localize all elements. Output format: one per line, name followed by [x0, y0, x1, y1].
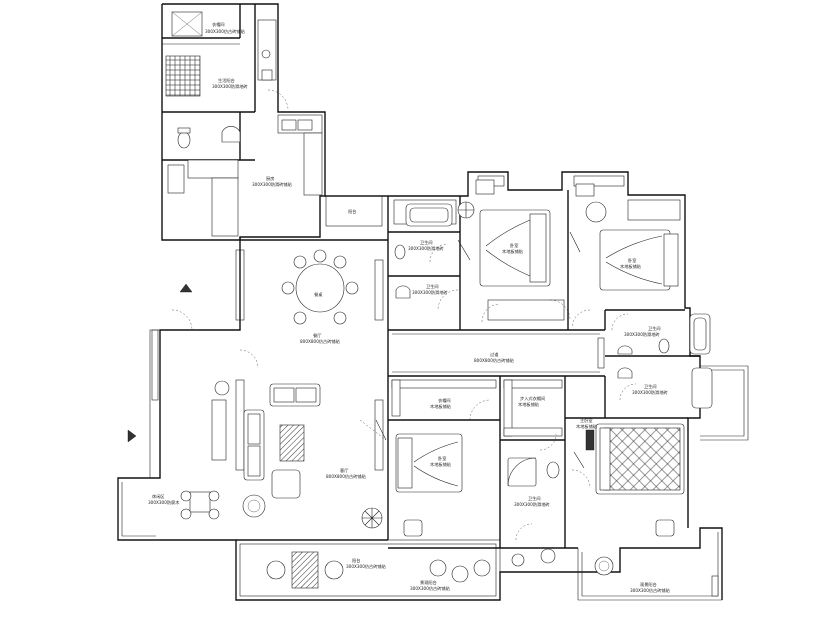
master-label: 主卧室 [580, 417, 593, 424]
corridor: 过道 800X800仿古砖铺贴 [474, 337, 605, 369]
walkin-label: 步入式衣帽间 [520, 395, 545, 402]
bath-lower-label: 卫生间 [528, 495, 541, 502]
dining-sub: 800X800仿古砖铺贴 [300, 338, 340, 345]
dining-label: 餐厅 [313, 332, 321, 339]
terrace-left-sub: 300X300防腐木 [148, 499, 180, 506]
bedroom1-label: 卧室 [510, 242, 518, 249]
bath1-sub: 300X300防滑地砖 [408, 245, 444, 252]
kitchen-top-label: 生活阳台 [218, 77, 235, 84]
bath2-label: 卫生间 [426, 283, 439, 290]
terrace-mid-label: 景观阳台 [420, 579, 437, 586]
bottom-balcony: 阳台 300X300仿古砖铺贴 [266, 551, 386, 589]
right-bath-block: 卫生间 300X300防滑地砖 卫生间 300X300防滑地砖 [617, 313, 713, 409]
bath-lower-sub: 300X300防滑地砖 [514, 501, 550, 508]
terrace-mid-sub: 300X300仿古砖铺贴 [410, 585, 450, 592]
door-swings [171, 89, 637, 541]
dining-table-label: 餐桌 [314, 291, 323, 298]
kitchen-top-sub: 300X300防滑地砖 [212, 83, 248, 90]
bedroom3-label: 卧室 [438, 455, 446, 462]
plant-icon [457, 201, 475, 219]
mid-balcony: 景观阳台 300X300仿古砖铺贴 [410, 548, 556, 592]
corridor-label: 过道 [490, 351, 499, 358]
bath4-label: 卫生间 [644, 383, 657, 390]
left-terrace: 休闲区 300X300防腐木 [127, 283, 220, 520]
living-sub: 800X800仿古砖铺贴 [326, 473, 366, 480]
exterior-walls [117, 3, 749, 601]
bedroom1-sub: 木地板铺贴 [502, 248, 523, 255]
right-balcony: 观景阳台 300X300仿古砖铺贴 [594, 556, 719, 597]
bath2-sub: 300X300防滑地砖 [412, 289, 448, 296]
bedroom3-sub: 木地板铺贴 [430, 461, 451, 468]
master-sub: 木地板铺贴 [576, 423, 597, 430]
dining-room: 餐桌 餐厅 800X800仿古砖铺贴 [281, 249, 359, 345]
living-room: 客厅 800X800仿古砖铺贴 玄关 [211, 380, 387, 529]
terrace-bottom-sub: 300X300仿古砖铺贴 [346, 563, 386, 570]
service-balcony: 生活阳台 300X300防滑地砖 [165, 49, 273, 194]
plant-icon [361, 507, 383, 529]
cloak-label: 衣帽间 [438, 397, 451, 404]
storage-sub: 300X300仿古砖铺贴 [205, 28, 245, 35]
bath3-sub: 300X300防滑地砖 [624, 331, 660, 338]
kitchen: 厨房 300X300防滑砖铺贴 阳台 [252, 119, 356, 215]
storage-label: 衣帽间 [212, 21, 225, 28]
bedroom2-label: 卧室 [628, 257, 636, 264]
corridor-sub: 800X800仿古砖铺贴 [474, 357, 514, 364]
bath3-label: 卫生间 [648, 325, 661, 332]
cloak-sub: 木地板铺贴 [430, 403, 451, 410]
bath1-label: 卫生间 [420, 239, 433, 246]
kitchen-label: 厨房 [266, 175, 274, 182]
lower-bedrooms: 衣帽间 木地板铺贴 步入式衣帽间 木地板铺贴 卧室 木地板铺贴 卫生间 300X… [391, 379, 685, 537]
living-label: 客厅 [340, 467, 348, 474]
balcony-small-label: 阳台 [348, 208, 356, 215]
bedroom2-sub: 木地板铺贴 [620, 263, 641, 270]
terrace-right-label: 观景阳台 [640, 581, 657, 588]
upper-bedrooms: 卫生间 300X300防滑地砖 卫生间 300X300防滑地砖 卧室 木地板铺贴… [394, 179, 679, 321]
terrace-right-sub: 300X300仿古砖铺贴 [630, 587, 670, 594]
bath4-sub: 300X300防滑地砖 [632, 389, 668, 396]
walkin-sub: 木地板铺贴 [518, 401, 539, 408]
terrace-bottom-label: 阳台 [352, 557, 360, 564]
kitchen-sub: 300X300防滑砖铺贴 [252, 181, 292, 188]
terrace-left-label: 休闲区 [152, 493, 165, 500]
storage-room: 衣帽间 300X300仿古砖铺贴 [171, 11, 245, 37]
